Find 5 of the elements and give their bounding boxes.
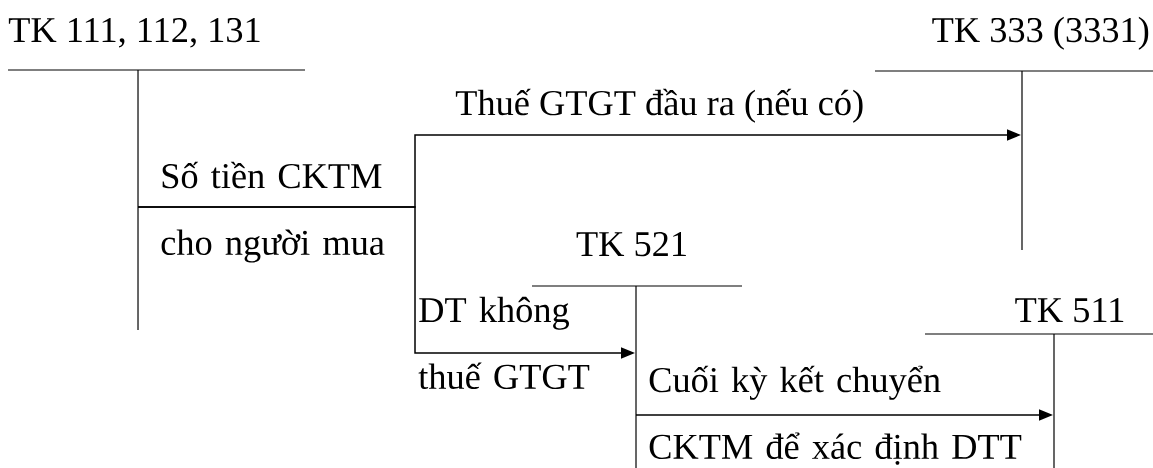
edge-label: Thuế GTGT đầu ra (nếu có) [455, 88, 863, 123]
t-account: TK 333 (3331) [874, 16, 1153, 251]
account-note: Số tiền CKTM cho người mua [161, 161, 385, 263]
edge-label: DT không thuế GTGT [418, 296, 590, 390]
edge-label: Cuối kỳ kết chuyển CKTM để xác định DTT [649, 365, 1022, 465]
